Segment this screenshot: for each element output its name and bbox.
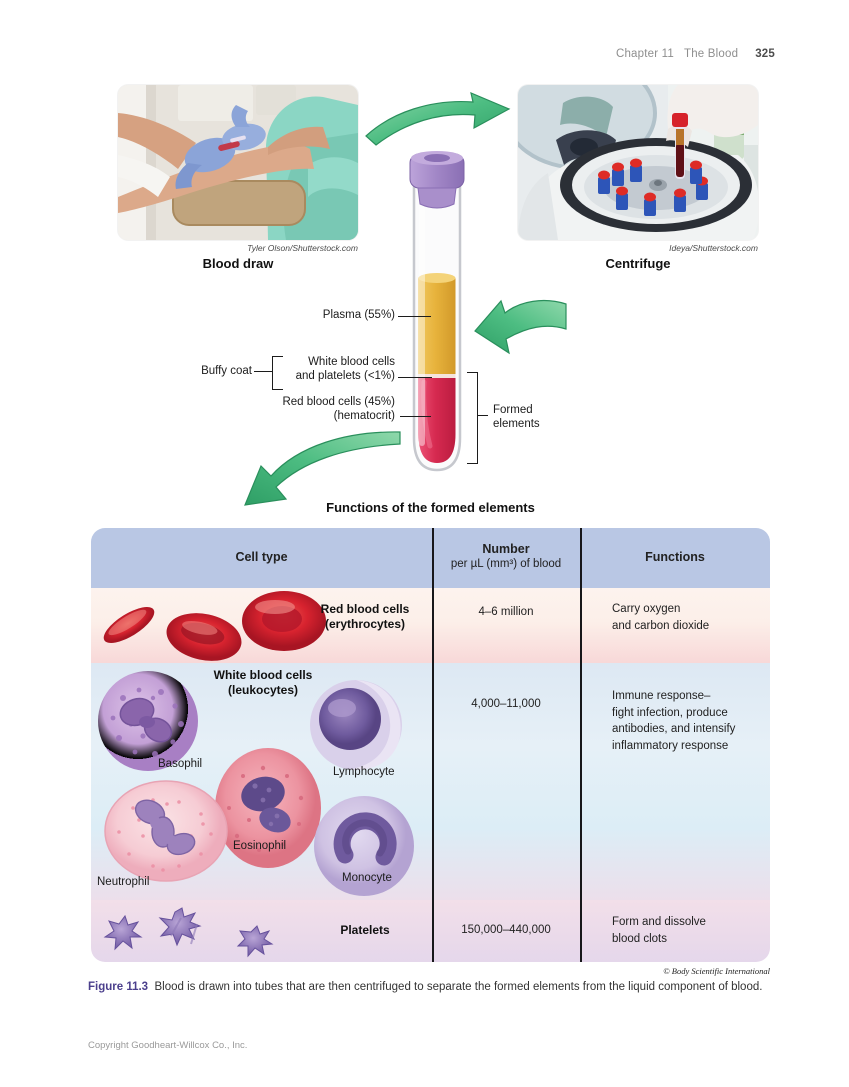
formed-elements-table: Cell type Number per µL (mm³) of blood F… bbox=[91, 528, 770, 962]
buffy-leader-line bbox=[254, 371, 272, 373]
eosinophil-illustration bbox=[215, 748, 321, 868]
table-title: Functions of the formed elements bbox=[326, 500, 535, 515]
col-header-number: Number bbox=[482, 542, 530, 556]
eosinophil-label: Eosinophil bbox=[233, 840, 287, 852]
rotor-tubes bbox=[598, 158, 708, 216]
arrow-blood-draw-to-centrifuge-icon bbox=[365, 92, 511, 146]
figure-caption: Figure 11.3 Blood is drawn into tubes th… bbox=[88, 979, 785, 995]
centrifuge-caption: Centrifuge bbox=[605, 256, 671, 271]
col-header-cell-type: Cell type bbox=[235, 550, 288, 564]
buffy-detail-leader-line bbox=[398, 377, 432, 379]
wbc-row-number: 4,000–11,000 bbox=[471, 698, 541, 710]
basophil-label: Basophil bbox=[158, 758, 203, 770]
col-header-number-sub: per µL (mm³) of blood bbox=[450, 558, 562, 570]
figure-number-label: Figure 11.3 bbox=[88, 981, 149, 993]
platelets-row-bg bbox=[91, 900, 770, 962]
platelets-row-number: 150,000–440,000 bbox=[461, 924, 551, 936]
monocyte-label: Monocyte bbox=[342, 872, 392, 884]
chapter-label: Chapter 11 bbox=[615, 48, 674, 60]
rbc-row-number: 4–6 million bbox=[478, 606, 534, 618]
formed-elements-tick bbox=[478, 415, 488, 417]
buffy-detail-label: White blood cells and platelets (<1%) bbox=[295, 356, 395, 382]
wbc-row-name: White blood cells (leukocytes) bbox=[213, 668, 313, 697]
monocyte-illustration bbox=[314, 796, 414, 896]
formed-elements-label: Formed elements bbox=[493, 404, 540, 430]
buffy-coat-label: Buffy coat bbox=[201, 365, 252, 377]
basophil-illustration bbox=[98, 671, 198, 771]
neutrophil-illustration bbox=[104, 780, 228, 882]
lymphocyte-label: Lymphocyte bbox=[333, 766, 395, 778]
centrifuge-photo bbox=[518, 85, 758, 240]
table-header-row bbox=[91, 528, 770, 588]
arrow-centrifuge-to-tube-icon bbox=[474, 299, 567, 355]
column-divider-2 bbox=[580, 528, 582, 962]
running-head: Chapter 11 The Blood 325 bbox=[616, 48, 775, 60]
platelets-row-functions: Form and dissolve blood clots bbox=[612, 916, 706, 945]
art-credit: © Body Scientific International bbox=[663, 966, 770, 976]
formed-elements-bracket bbox=[467, 372, 478, 464]
plasma-label: Plasma (55%) bbox=[322, 309, 395, 321]
blood-draw-illustration bbox=[118, 85, 358, 240]
footer-copyright: Copyright Goodheart-Willcox Co., Inc. bbox=[88, 1040, 248, 1051]
blood-draw-photo bbox=[118, 85, 358, 240]
arrow-tube-to-table-icon bbox=[244, 431, 401, 506]
figure-caption-text: Blood is drawn into tubes that are then … bbox=[154, 981, 763, 993]
section-title: The Blood bbox=[683, 48, 739, 60]
column-divider-1 bbox=[432, 528, 434, 962]
rbc-leader-line bbox=[400, 416, 431, 418]
rbc-row-functions: Carry oxygen and carbon dioxide bbox=[612, 603, 710, 632]
buffy-bracket bbox=[272, 356, 283, 390]
red-blood-cells-illustration bbox=[103, 591, 326, 661]
page-number: 325 bbox=[755, 48, 775, 60]
platelets-row-name: Platelets bbox=[340, 923, 390, 937]
centrifuge-credit: Ideya/Shutterstock.com bbox=[669, 243, 758, 253]
neutrophil-label: Neutrophil bbox=[97, 876, 150, 888]
blood-draw-caption: Blood draw bbox=[202, 256, 274, 271]
plasma-leader-line bbox=[398, 316, 431, 318]
lymphocyte-illustration bbox=[310, 680, 402, 770]
rbc-row-name: Red blood cells (erythrocytes) bbox=[320, 602, 410, 631]
blood-tube-illustration bbox=[409, 151, 465, 472]
centrifuge-illustration bbox=[518, 85, 758, 240]
col-header-functions: Functions bbox=[645, 550, 705, 564]
wbc-row-functions: Immune response– fight infection, produc… bbox=[612, 690, 736, 752]
platelets-illustration bbox=[103, 907, 274, 958]
rbc-label: Red blood cells (45%) (hematocrit) bbox=[282, 396, 395, 422]
blood-draw-credit: Tyler Olson/Shutterstock.com bbox=[247, 243, 358, 253]
